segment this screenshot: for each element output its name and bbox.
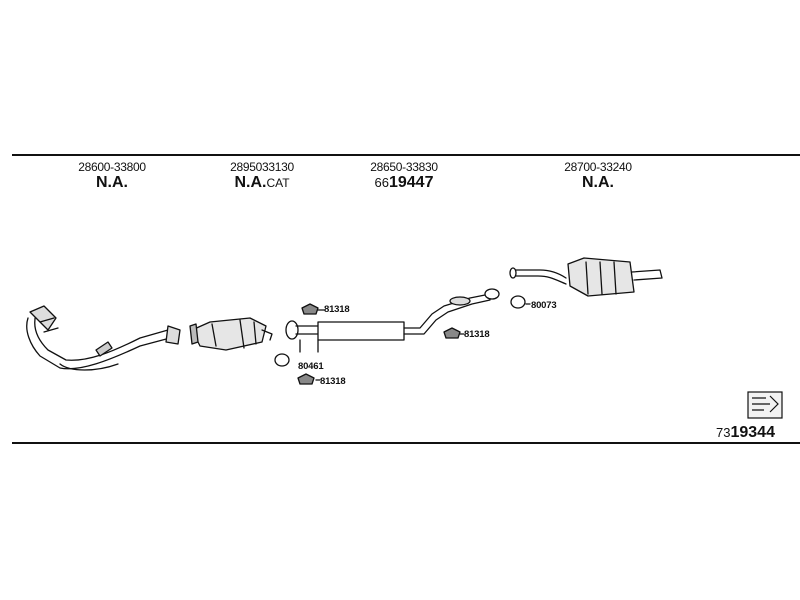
- bottom-divider: [12, 442, 800, 444]
- front-pipe-icon: [26, 305, 181, 371]
- part-number: 28700-33240: [564, 160, 632, 174]
- top-divider: [12, 154, 800, 156]
- clamp-icon: [301, 303, 319, 315]
- part-code: 6619447: [374, 174, 434, 191]
- part-number: 2895033130: [230, 160, 294, 174]
- column-front-pipe: 28600-33800 N.A.: [72, 160, 152, 192]
- part-code: N.A.: [96, 174, 128, 191]
- part-label: 81318: [320, 376, 346, 387]
- gasket-icon: [510, 295, 526, 309]
- part-number: 28650-33830: [370, 160, 438, 174]
- part-label: 80461: [298, 361, 324, 372]
- system-reference: 7319344: [716, 424, 775, 441]
- clamp-icon: [297, 373, 315, 385]
- part-number: 28600-33800: [78, 160, 146, 174]
- part-code: N.A.CAT: [234, 174, 290, 191]
- gasket-icon: [274, 353, 290, 367]
- rear-muffler-icon: [509, 257, 663, 297]
- document-box-icon: [747, 391, 783, 419]
- column-center-pipe: 28650-33830 6619447: [364, 160, 444, 192]
- catalytic-converter-icon: [189, 317, 273, 351]
- part-label: 81318: [464, 329, 490, 340]
- clamp-icon: [443, 327, 461, 339]
- part-label: 80073: [531, 300, 557, 311]
- center-pipe-icon: [285, 288, 500, 353]
- column-rear-muffler: 28700-33240 N.A.: [558, 160, 638, 192]
- part-label: 81318: [324, 304, 350, 315]
- part-code: N.A.: [582, 174, 614, 191]
- column-catalyst: 2895033130 N.A.CAT: [222, 160, 302, 192]
